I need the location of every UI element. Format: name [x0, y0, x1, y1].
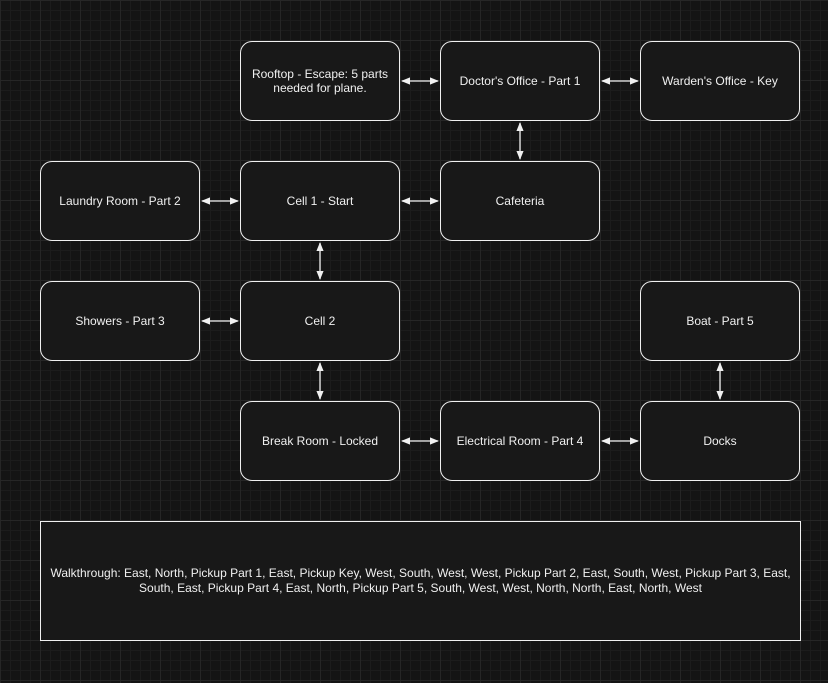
node-label: Showers - Part 3 — [75, 314, 165, 328]
node-docks[interactable]: Docks — [640, 401, 800, 481]
node-label: Docks — [703, 434, 737, 448]
node-cell-2[interactable]: Cell 2 — [240, 281, 400, 361]
node-label: Warden's Office - Key — [662, 74, 778, 88]
node-label: Rooftop - Escape: 5 parts needed for pla… — [251, 67, 389, 95]
node-label: Cafeteria — [495, 194, 545, 208]
node-label: Cell 2 — [304, 314, 336, 328]
walkthrough-box[interactable]: Walkthrough: East, North, Pickup Part 1,… — [40, 521, 801, 641]
node-boat[interactable]: Boat - Part 5 — [640, 281, 800, 361]
node-showers[interactable]: Showers - Part 3 — [40, 281, 200, 361]
node-label: Doctor's Office - Part 1 — [459, 74, 581, 88]
node-label: Laundry Room - Part 2 — [59, 194, 181, 208]
node-laundry-room[interactable]: Laundry Room - Part 2 — [40, 161, 200, 241]
node-cell-1[interactable]: Cell 1 - Start — [240, 161, 400, 241]
node-label: Electrical Room - Part 4 — [456, 434, 584, 448]
walkthrough-text: Walkthrough: East, North, Pickup Part 1,… — [50, 566, 791, 595]
node-wardens-office[interactable]: Warden's Office - Key — [640, 41, 800, 121]
node-rooftop[interactable]: Rooftop - Escape: 5 parts needed for pla… — [240, 41, 400, 121]
node-break-room[interactable]: Break Room - Locked — [240, 401, 400, 481]
node-doctors-office[interactable]: Doctor's Office - Part 1 — [440, 41, 600, 121]
node-electrical-room[interactable]: Electrical Room - Part 4 — [440, 401, 600, 481]
node-cafeteria[interactable]: Cafeteria — [440, 161, 600, 241]
node-label: Break Room - Locked — [261, 434, 379, 448]
node-label: Boat - Part 5 — [686, 314, 754, 328]
node-label: Cell 1 - Start — [286, 194, 354, 208]
